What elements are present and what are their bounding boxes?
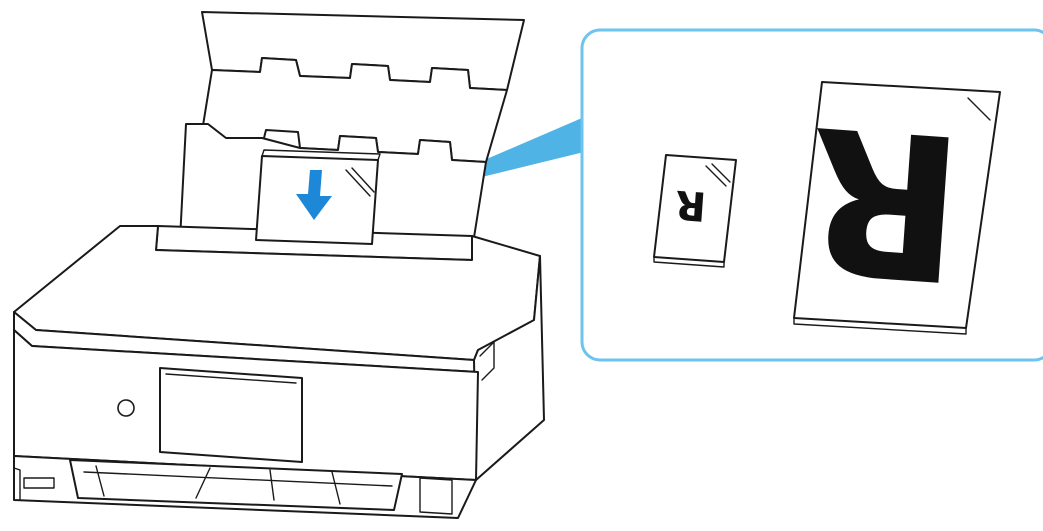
- output-tray: [69, 459, 403, 511]
- printer: [13, 11, 545, 519]
- large-sheet: R: [793, 80, 1001, 335]
- callout-panel: R R: [580, 28, 1043, 362]
- printer-right-side: [473, 255, 545, 481]
- touch-screen: [159, 367, 303, 463]
- power-button: [117, 399, 135, 417]
- insert-down-arrow: [296, 170, 332, 220]
- small-sheet: R: [653, 154, 737, 268]
- large-sheet-letter: R: [800, 80, 970, 323]
- small-sheet-letter: R: [674, 181, 708, 229]
